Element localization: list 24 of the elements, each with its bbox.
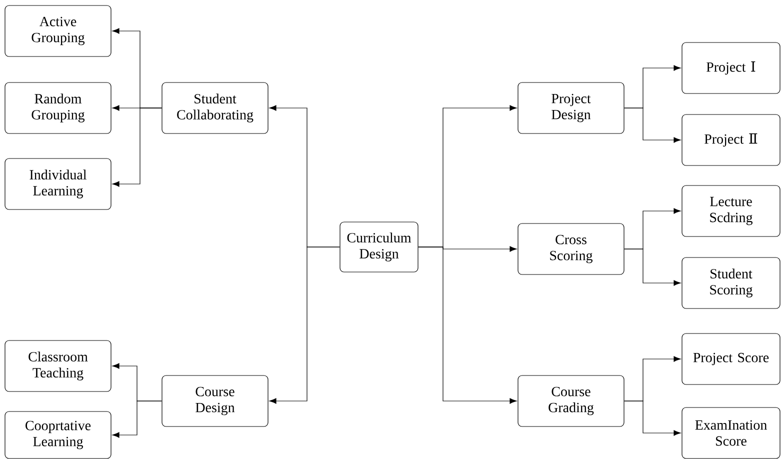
arrow — [418, 246, 517, 404]
process-box: Project Score — [682, 333, 780, 385]
arrow — [624, 248, 681, 286]
process-box: Lecture Scdring — [682, 185, 780, 237]
process-box: Course Design — [162, 375, 268, 427]
arrow — [624, 400, 681, 436]
arrow — [269, 246, 340, 404]
process-box: Course Grading — [518, 375, 624, 427]
arrow — [112, 400, 162, 438]
process-box: Curriculum Design — [340, 222, 418, 272]
process-box: Project Ⅰ — [682, 42, 780, 94]
process-box: ExamInation Score — [682, 407, 780, 459]
process-box: Student Collaborating — [162, 82, 268, 134]
arrow — [112, 108, 162, 187]
process-box: Active Grouping — [4, 5, 112, 57]
process-box: Cross Scoring — [518, 223, 624, 275]
process-box: Project Ⅱ — [682, 114, 780, 166]
process-box: Classroom Teaching — [4, 340, 112, 392]
process-box: Individual Learning — [4, 158, 112, 210]
process-box: Project Design — [518, 82, 624, 134]
process-box: Random Grouping — [4, 82, 112, 134]
arrow — [624, 108, 681, 143]
process-box: Student Scoring — [682, 257, 780, 309]
process-box: Cooprtative Learning — [4, 411, 112, 459]
